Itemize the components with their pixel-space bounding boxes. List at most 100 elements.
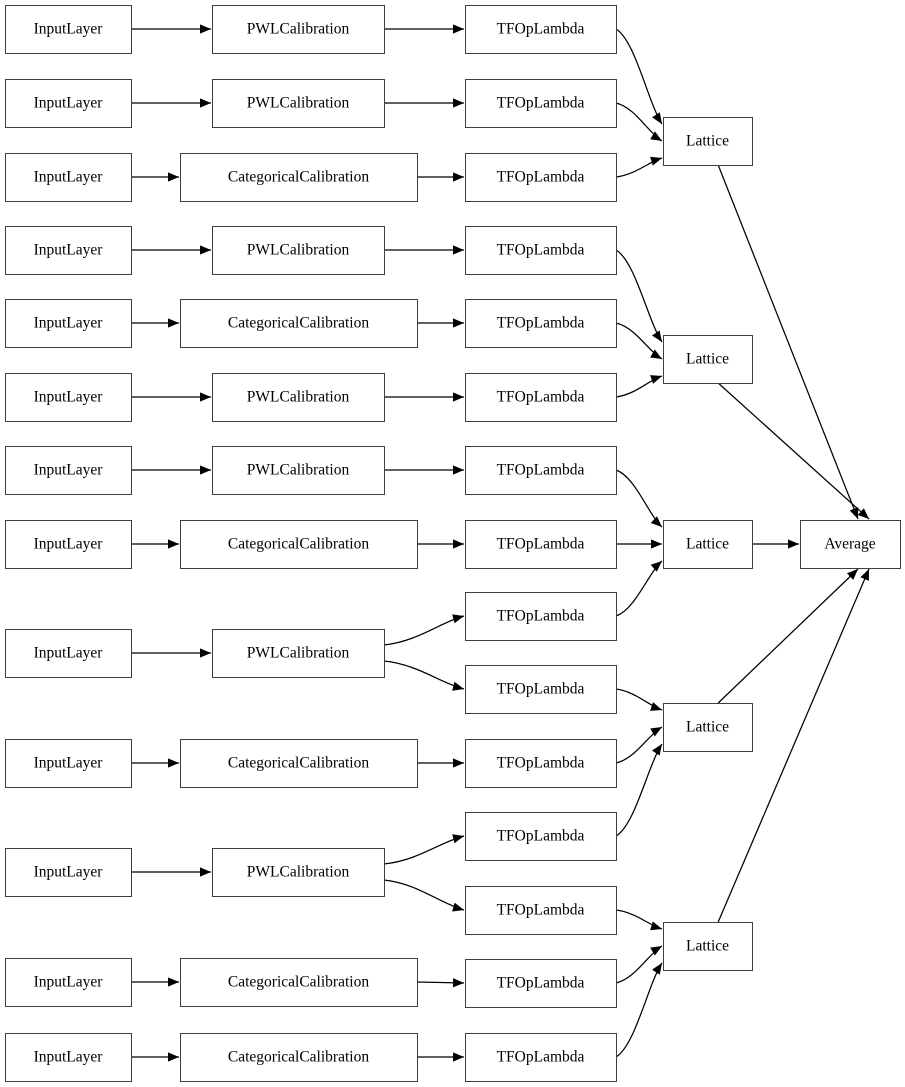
node-tfop-lambda-op7[interactable]: TFOpLambda xyxy=(464,445,618,496)
node-input-layer-in12[interactable]: InputLayer xyxy=(4,957,133,1008)
node-box[interactable] xyxy=(4,225,133,276)
node-pwlcalibration-cal4[interactable]: PWLCalibration xyxy=(211,225,386,276)
node-box[interactable] xyxy=(464,591,618,642)
node-tfop-lambda-op14[interactable]: TFOpLambda xyxy=(464,958,618,1009)
node-box[interactable] xyxy=(464,811,618,862)
edge-op12-to-lat4 xyxy=(615,743,663,837)
node-box[interactable] xyxy=(662,519,754,570)
node-box[interactable] xyxy=(4,738,133,789)
node-box[interactable] xyxy=(799,519,902,570)
node-box[interactable] xyxy=(211,78,386,129)
node-tfop-lambda-op13[interactable]: TFOpLambda xyxy=(464,885,618,936)
node-box[interactable] xyxy=(464,4,618,55)
node-tfop-lambda-op9[interactable]: TFOpLambda xyxy=(464,591,618,642)
node-input-layer-in3[interactable]: InputLayer xyxy=(4,152,133,203)
node-tfop-lambda-op8[interactable]: TFOpLambda xyxy=(464,519,618,570)
node-box[interactable] xyxy=(4,372,133,423)
node-box[interactable] xyxy=(662,334,754,385)
node-box[interactable] xyxy=(464,664,618,715)
node-pwlcalibration-cal9[interactable]: PWLCalibration xyxy=(211,628,386,679)
arrowhead-cal11-to-op13 xyxy=(452,902,464,912)
node-input-layer-in5[interactable]: InputLayer xyxy=(4,298,133,349)
node-box[interactable] xyxy=(4,152,133,203)
node-categorical-calibration-cal10[interactable]: CategoricalCalibration xyxy=(179,738,419,789)
node-box[interactable] xyxy=(4,78,133,129)
node-box[interactable] xyxy=(4,445,133,496)
node-lattice-lat4[interactable]: Lattice xyxy=(662,702,754,753)
node-label: CategoricalCalibration xyxy=(228,1049,369,1066)
node-box[interactable] xyxy=(464,372,618,423)
node-tfop-lambda-op10[interactable]: TFOpLambda xyxy=(464,664,618,715)
node-box[interactable] xyxy=(4,519,133,570)
node-box[interactable] xyxy=(211,4,386,55)
node-box[interactable] xyxy=(464,885,618,936)
node-tfop-lambda-op11[interactable]: TFOpLambda xyxy=(464,738,618,789)
node-box[interactable] xyxy=(464,298,618,349)
node-input-layer-in2[interactable]: InputLayer xyxy=(4,78,133,129)
node-lattice-lat3[interactable]: Lattice xyxy=(662,519,754,570)
node-input-layer-in11[interactable]: InputLayer xyxy=(4,847,133,898)
node-pwlcalibration-cal6[interactable]: PWLCalibration xyxy=(211,372,386,423)
node-box[interactable] xyxy=(211,445,386,496)
node-categorical-calibration-cal3[interactable]: CategoricalCalibration xyxy=(179,152,419,203)
node-average-avg[interactable]: Average xyxy=(799,519,902,570)
node-box[interactable] xyxy=(211,847,386,898)
node-tfop-lambda-op4[interactable]: TFOpLambda xyxy=(464,225,618,276)
node-label: InputLayer xyxy=(34,536,104,553)
node-box[interactable] xyxy=(464,1032,618,1083)
node-pwlcalibration-cal1[interactable]: PWLCalibration xyxy=(211,4,386,55)
node-box[interactable] xyxy=(4,847,133,898)
node-box[interactable] xyxy=(662,116,754,167)
node-input-layer-in10[interactable]: InputLayer xyxy=(4,738,133,789)
node-tfop-lambda-op15[interactable]: TFOpLambda xyxy=(464,1032,618,1083)
node-tfop-lambda-op1[interactable]: TFOpLambda xyxy=(464,4,618,55)
node-box[interactable] xyxy=(179,957,419,1008)
node-input-layer-in1[interactable]: InputLayer xyxy=(4,4,133,55)
node-categorical-calibration-cal13[interactable]: CategoricalCalibration xyxy=(179,1032,419,1083)
node-box[interactable] xyxy=(464,225,618,276)
node-input-layer-in13[interactable]: InputLayer xyxy=(4,1032,133,1083)
node-box[interactable] xyxy=(211,225,386,276)
node-tfop-lambda-op3[interactable]: TFOpLambda xyxy=(464,152,618,203)
node-tfop-lambda-op12[interactable]: TFOpLambda xyxy=(464,811,618,862)
node-input-layer-in7[interactable]: InputLayer xyxy=(4,445,133,496)
node-box[interactable] xyxy=(464,445,618,496)
node-categorical-calibration-cal12[interactable]: CategoricalCalibration xyxy=(179,957,419,1008)
edge-lat1-to-avg xyxy=(717,164,859,520)
node-tfop-lambda-op5[interactable]: TFOpLambda xyxy=(464,298,618,349)
node-box[interactable] xyxy=(211,628,386,679)
node-pwlcalibration-cal11[interactable]: PWLCalibration xyxy=(211,847,386,898)
node-box[interactable] xyxy=(464,738,618,789)
node-box[interactable] xyxy=(4,628,133,679)
node-box[interactable] xyxy=(464,519,618,570)
node-input-layer-in8[interactable]: InputLayer xyxy=(4,519,133,570)
node-box[interactable] xyxy=(662,921,754,972)
node-categorical-calibration-cal5[interactable]: CategoricalCalibration xyxy=(179,298,419,349)
node-box[interactable] xyxy=(211,372,386,423)
node-lattice-lat2[interactable]: Lattice xyxy=(662,334,754,385)
node-box[interactable] xyxy=(4,1032,133,1083)
node-input-layer-in4[interactable]: InputLayer xyxy=(4,225,133,276)
node-box[interactable] xyxy=(179,738,419,789)
node-box[interactable] xyxy=(464,78,618,129)
edge-lat4-to-avg xyxy=(717,568,859,704)
node-input-layer-in6[interactable]: InputLayer xyxy=(4,372,133,423)
node-input-layer-in9[interactable]: InputLayer xyxy=(4,628,133,679)
node-box[interactable] xyxy=(464,152,618,203)
node-box[interactable] xyxy=(179,519,419,570)
node-box[interactable] xyxy=(179,298,419,349)
node-box[interactable] xyxy=(4,298,133,349)
node-box[interactable] xyxy=(4,957,133,1008)
node-tfop-lambda-op6[interactable]: TFOpLambda xyxy=(464,372,618,423)
node-lattice-lat1[interactable]: Lattice xyxy=(662,116,754,167)
node-pwlcalibration-cal7[interactable]: PWLCalibration xyxy=(211,445,386,496)
node-lattice-lat5[interactable]: Lattice xyxy=(662,921,754,972)
node-pwlcalibration-cal2[interactable]: PWLCalibration xyxy=(211,78,386,129)
node-box[interactable] xyxy=(179,152,419,203)
node-categorical-calibration-cal8[interactable]: CategoricalCalibration xyxy=(179,519,419,570)
node-box[interactable] xyxy=(464,958,618,1009)
node-box[interactable] xyxy=(179,1032,419,1083)
node-box[interactable] xyxy=(662,702,754,753)
node-box[interactable] xyxy=(4,4,133,55)
node-tfop-lambda-op2[interactable]: TFOpLambda xyxy=(464,78,618,129)
